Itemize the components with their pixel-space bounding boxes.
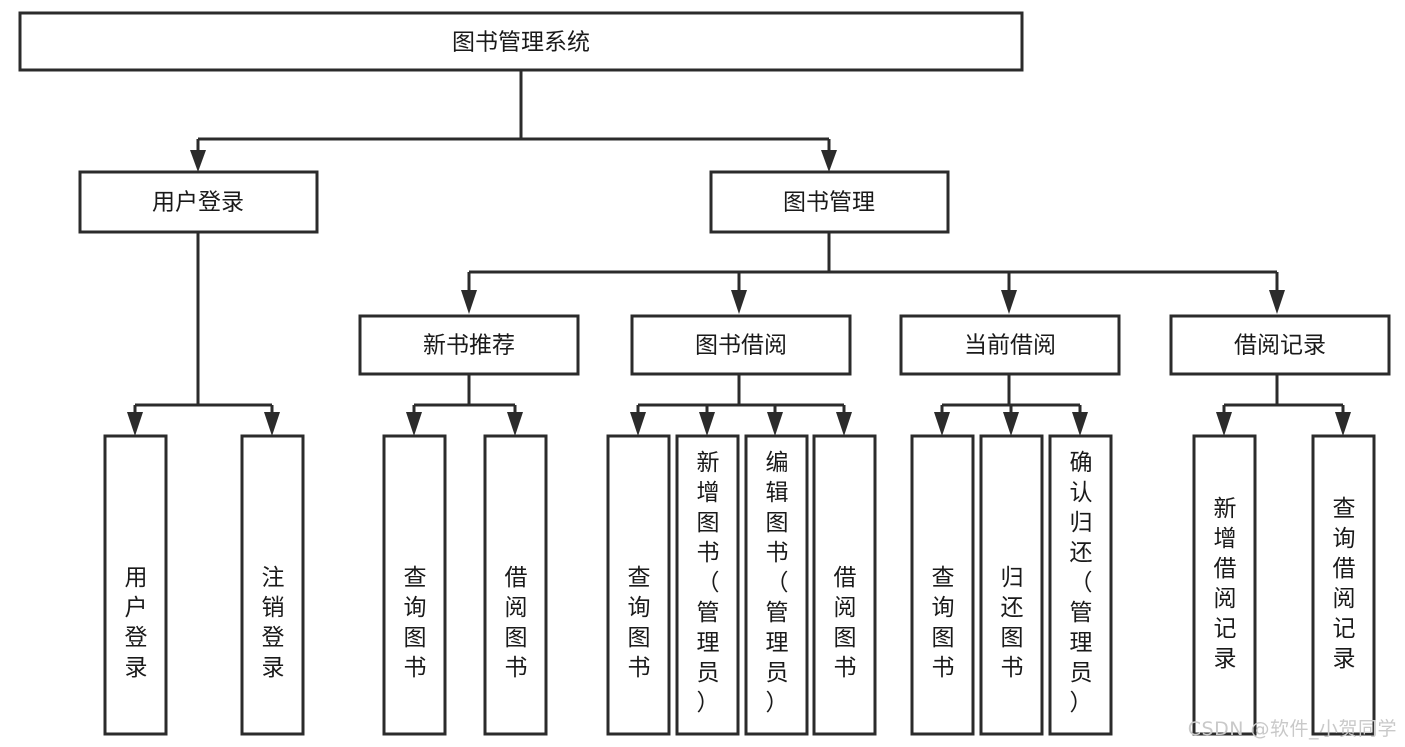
node-leaf-query-book-3-label: 查询图书 [932,565,955,681]
node-leaf-user-login[interactable]: 用户登录 [103,434,168,736]
connector-layer [127,70,1351,436]
leaf-layer: 用户登录 注销登录 查询图书 借阅图书 查询图书 新增图书（管理员） [103,434,1376,736]
arrow-to-leaf-logout [264,412,280,436]
node-leaf-borrow-book-2-label: 借阅图书 [834,565,857,681]
arrow-to-leaf-edit-book [767,412,783,436]
node-root[interactable]: 图书管理系统 [18,11,1024,72]
node-user-login[interactable]: 用户登录 [78,170,319,234]
arrow-to-leaf-borrow-book-1 [507,412,523,436]
node-leaf-query-record-label: 查询借阅记录 [1333,496,1356,672]
node-book-borrow[interactable]: 图书借阅 [630,314,852,376]
node-leaf-borrow-book-1-label: 借阅图书 [505,565,528,681]
node-current-borrow-label: 当前借阅 [964,333,1056,359]
node-book-borrow-box[interactable] [630,314,852,376]
node-current-borrow-box[interactable] [899,314,1121,376]
node-root-label: 图书管理系统 [452,30,590,56]
node-book-borrow-label: 图书借阅 [695,333,787,359]
arrow-to-leaf-add-record [1216,412,1232,436]
node-leaf-confirm-return-box[interactable] [1048,434,1113,736]
node-leaf-logout-label: 注销登录 [262,565,285,681]
node-leaf-borrow-book-1[interactable]: 借阅图书 [483,434,548,736]
arrow-to-leaf-query-record [1335,412,1351,436]
node-user-login-box[interactable] [78,170,319,234]
node-leaf-add-record-box[interactable] [1192,434,1257,736]
arrow-to-book-borrow [731,290,747,314]
node-leaf-query-book-2-box[interactable] [606,434,671,736]
node-new-book-recommend-label: 新书推荐 [423,333,515,359]
node-leaf-add-book[interactable]: 新增图书（管理员） [675,434,740,736]
node-leaf-return-book-label: 归还图书 [1001,565,1024,681]
node-leaf-query-book-1[interactable]: 查询图书 [382,434,447,736]
node-leaf-query-book-3-box[interactable] [910,434,975,736]
arrow-to-leaf-return-book [1003,412,1019,436]
arrow-to-book-management [821,150,837,172]
arrow-to-leaf-user-login [127,412,143,436]
node-leaf-edit-book-box[interactable] [744,434,809,736]
node-borrow-record[interactable]: 借阅记录 [1169,314,1391,376]
node-leaf-add-book-box[interactable] [675,434,740,736]
node-leaf-query-book-1-label: 查询图书 [404,565,427,681]
node-leaf-query-book-2[interactable]: 查询图书 [606,434,671,736]
node-leaf-query-book-3[interactable]: 查询图书 [910,434,975,736]
node-leaf-add-record[interactable]: 新增借阅记录 [1192,434,1257,736]
node-leaf-add-book-label: 新增图书（管理员） [697,450,720,716]
node-leaf-return-book[interactable]: 归还图书 [979,434,1044,736]
node-leaf-logout[interactable]: 注销登录 [240,434,305,736]
node-book-management-label: 图书管理 [783,190,875,216]
arrow-to-leaf-borrow-book-2 [836,412,852,436]
node-leaf-query-record[interactable]: 查询借阅记录 [1311,434,1376,736]
node-leaf-borrow-book-1-box[interactable] [483,434,548,736]
node-leaf-return-book-box[interactable] [979,434,1044,736]
arrow-to-borrow-record [1269,290,1285,314]
arrow-to-leaf-query-book-1 [406,412,422,436]
node-borrow-record-box[interactable] [1169,314,1391,376]
node-leaf-borrow-book-2-box[interactable] [812,434,877,736]
node-borrow-record-label: 借阅记录 [1234,333,1326,359]
node-current-borrow[interactable]: 当前借阅 [899,314,1121,376]
node-leaf-borrow-book-2[interactable]: 借阅图书 [812,434,877,736]
arrow-to-leaf-query-book-2 [630,412,646,436]
arrow-to-new-book-recommend [461,290,477,314]
node-new-book-recommend-box[interactable] [358,314,580,376]
node-root-box[interactable] [18,11,1024,72]
node-user-login-label: 用户登录 [152,190,244,216]
node-new-book-recommend[interactable]: 新书推荐 [358,314,580,376]
arrow-to-user-login [190,150,206,172]
node-leaf-logout-box[interactable] [240,434,305,736]
node-leaf-confirm-return-label: 确认归还（管理员） [1070,450,1093,716]
arrow-to-leaf-query-book-3 [934,412,950,436]
node-book-management-box[interactable] [709,170,950,234]
arrow-to-current-borrow [1001,290,1017,314]
csdn-watermark: CSDN @软件_小贺同学 [1187,718,1397,740]
node-leaf-confirm-return[interactable]: 确认归还（管理员） [1048,434,1113,736]
node-leaf-query-book-1-box[interactable] [382,434,447,736]
arrow-to-leaf-add-book [699,412,715,436]
arrow-to-leaf-confirm-return [1072,412,1088,436]
node-leaf-user-login-box[interactable] [103,434,168,736]
node-book-management[interactable]: 图书管理 [709,170,950,234]
node-leaf-edit-book-label: 编辑图书（管理员） [766,450,789,716]
node-leaf-edit-book[interactable]: 编辑图书（管理员） [744,434,809,736]
node-leaf-user-login-label: 用户登录 [125,565,148,681]
node-leaf-query-record-box[interactable] [1311,434,1376,736]
node-leaf-add-record-label: 新增借阅记录 [1214,496,1237,672]
node-leaf-query-book-2-label: 查询图书 [628,565,651,681]
